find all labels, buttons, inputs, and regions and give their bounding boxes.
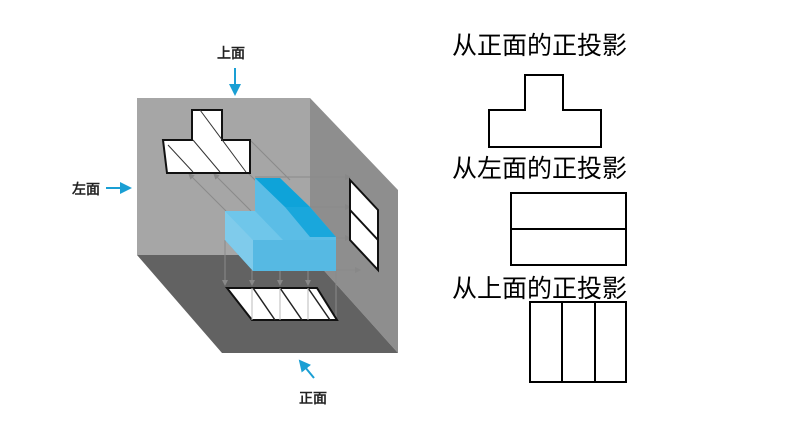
projection-lines bbox=[188, 139, 361, 318]
left-view-shape bbox=[510, 192, 627, 266]
label-left: 左面 bbox=[71, 181, 100, 198]
view-title-top: 从上面的正投影 bbox=[452, 274, 627, 303]
view-title-front: 从正面的正投影 bbox=[452, 31, 627, 60]
label-top: 上面 bbox=[217, 46, 245, 62]
arrow-up-left-icon bbox=[298, 359, 315, 379]
3d-block bbox=[225, 178, 336, 271]
label-front: 正面 bbox=[299, 391, 327, 407]
top-view-shape bbox=[529, 301, 627, 383]
left-view-projection bbox=[349, 177, 379, 273]
view-title-left: 从左面的正投影 bbox=[452, 154, 627, 183]
front-view-shape bbox=[488, 74, 602, 148]
front-view-projection bbox=[224, 287, 339, 321]
top-view-projection bbox=[161, 109, 251, 174]
